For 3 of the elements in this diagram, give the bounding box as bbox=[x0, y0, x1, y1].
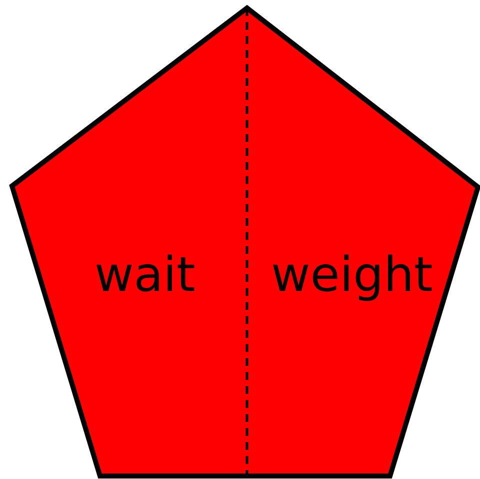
pentagon bbox=[9, 5, 480, 479]
section-label: weight bbox=[271, 251, 433, 299]
section-label: wait bbox=[94, 251, 196, 299]
